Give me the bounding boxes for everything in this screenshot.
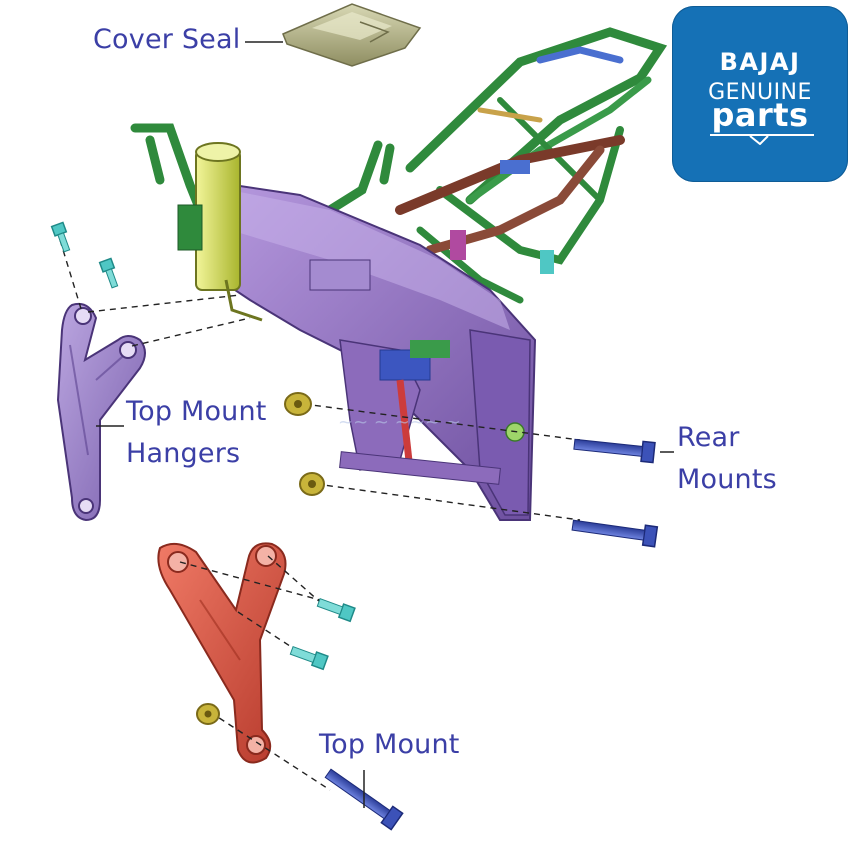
top-mount-part <box>157 542 287 764</box>
nut-icon <box>299 472 325 496</box>
top-mount-hangers-label: Top Mount Hangers <box>126 391 267 475</box>
assembly-dash-lines <box>59 239 581 791</box>
brand-line-2: GENUINE <box>708 80 812 105</box>
top-mount-hangers-label-line-1: Top Mount <box>126 396 267 427</box>
brand-line-1: BAJAJ <box>719 48 801 76</box>
bolt-icon <box>98 257 119 289</box>
cover-seal-label: Cover Seal <box>93 24 241 55</box>
top-mount-label: Top Mount <box>319 729 460 760</box>
nut-icon <box>196 703 220 725</box>
head-tube-part <box>177 142 263 322</box>
rear-mounts-label: Rear Mounts <box>677 417 777 501</box>
rear-subframe-part <box>395 27 668 304</box>
rear-mounts-label-line-2: Mounts <box>677 464 777 495</box>
rear-mounts-label-line-1: Rear <box>677 422 740 453</box>
brand-line-3: parts <box>711 96 809 134</box>
bajaj-genuine-parts-logo: BAJAJ GENUINE parts <box>672 6 848 182</box>
brand-underline-icon <box>710 134 814 145</box>
top-mount-hangers-label-line-2: Hangers <box>126 438 241 469</box>
main-frame-part <box>198 178 537 521</box>
bolt-icon <box>316 598 356 623</box>
cover-seal-part <box>282 3 422 67</box>
bolt-icon <box>324 768 404 831</box>
bolt-icon <box>573 438 656 464</box>
bolt-icon <box>571 519 659 548</box>
bolt-icon <box>289 646 329 671</box>
nut-icon <box>284 392 312 416</box>
bolt-icon <box>50 221 71 253</box>
watermark-mark: ~~ ~ ~~~ ~ <box>338 412 461 433</box>
